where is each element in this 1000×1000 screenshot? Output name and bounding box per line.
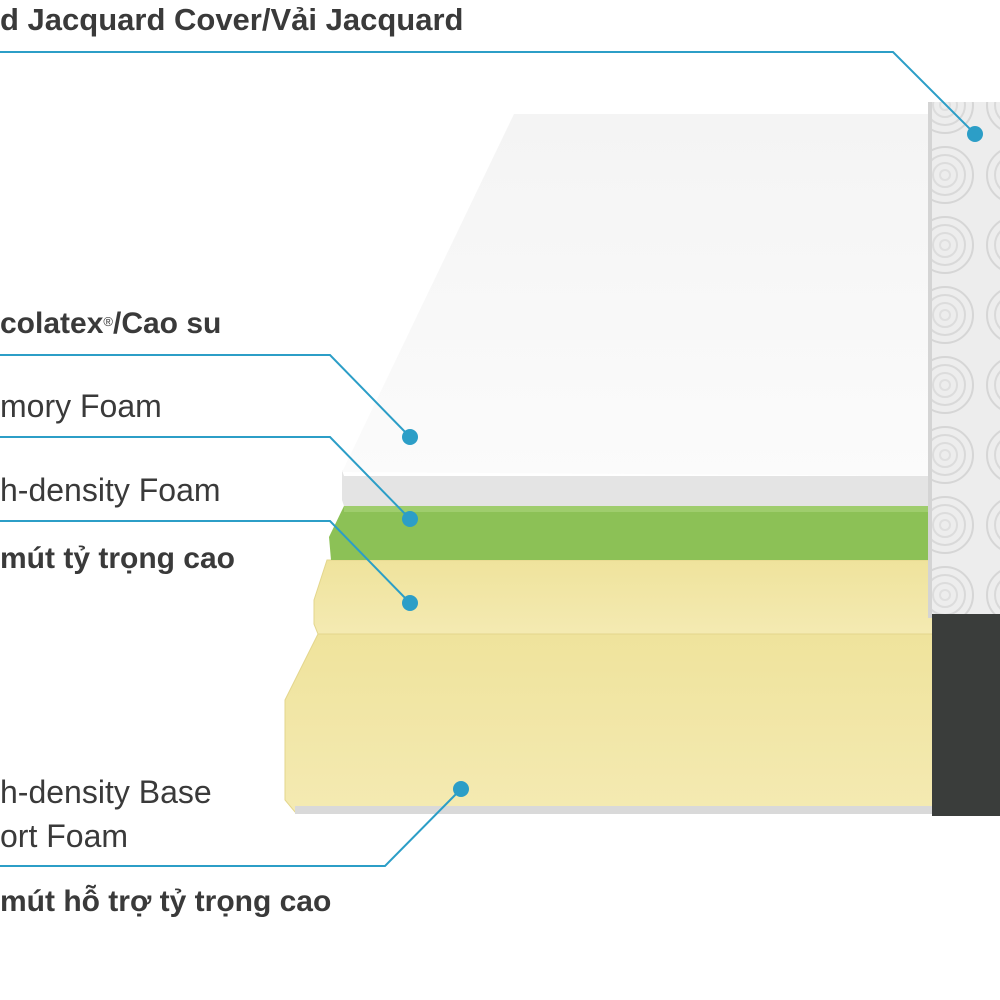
dark-base-side: [932, 614, 1000, 816]
jacquard-cover-edge: [928, 102, 932, 618]
label-high-density-foam: h-density Foam: [0, 472, 221, 508]
callout-dot-latex: [402, 429, 418, 445]
callout-dot-base: [453, 781, 469, 797]
jacquard-cover-side: [930, 102, 1000, 618]
latex-top-layer: [342, 114, 940, 476]
green-foam-layer: [329, 506, 940, 560]
base-support-foam-layer: [285, 634, 940, 812]
label-base-foam-line1: h-density Base: [0, 774, 212, 810]
callout-dot-high-density: [402, 595, 418, 611]
label-latex: colatex®/Cao su: [0, 306, 221, 342]
label-memory-foam: mory Foam: [0, 388, 162, 424]
label-base-foam-line2: ort Foam: [0, 818, 128, 854]
callout-dot-cover: [967, 126, 983, 142]
label-high-density-foam-vi: mút tỷ trọng cao: [0, 541, 235, 577]
green-foam-highlight: [344, 506, 940, 512]
label-base-foam-vi: mút hỗ trợ tỷ trọng cao: [0, 884, 331, 920]
base-foam-bottom-edge: [295, 806, 940, 814]
label-jacquard-cover: d Jacquard Cover/Vải Jacquard: [0, 2, 463, 38]
callout-dot-memory: [402, 511, 418, 527]
